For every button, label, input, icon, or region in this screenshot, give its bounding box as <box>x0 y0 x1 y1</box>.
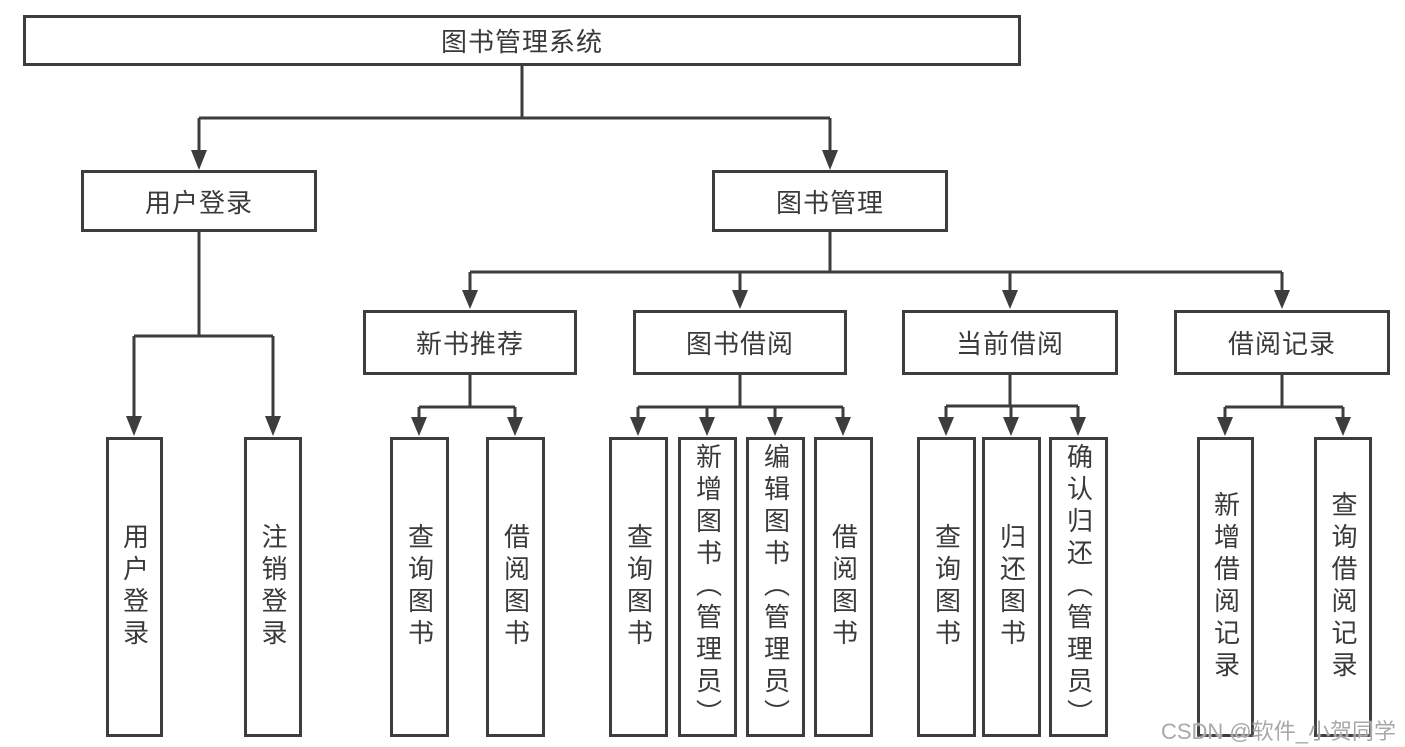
node-book-mgmt: 图书管理 <box>712 170 948 232</box>
leaf-bb-add-books-admin: 新增图书（管理员） <box>678 437 737 737</box>
leaf-cb-query-books: 查询图书 <box>917 437 976 737</box>
node-borrow-record-label: 借阅记录 <box>1227 329 1336 359</box>
node-root: 图书管理系统 <box>23 15 1021 66</box>
node-current-borrow-label: 当前借阅 <box>955 329 1064 359</box>
leaf-cb-confirm-return-admin: 确认归还（管理员） <box>1049 437 1108 737</box>
node-root-label: 图书管理系统 <box>440 27 603 57</box>
leaf-nb-query-books: 查询图书 <box>390 437 449 737</box>
leaf-cb-return-books: 归还图书 <box>982 437 1041 737</box>
node-user-login: 用户登录 <box>81 170 317 232</box>
leaf-br-query-record: 查询借阅记录 <box>1314 437 1372 737</box>
node-book-borrow: 图书借阅 <box>633 310 847 375</box>
node-new-book-label: 新书推荐 <box>415 329 524 359</box>
leaf-bb-borrow-books-label: 借阅图书 <box>828 523 859 651</box>
leaf-nb-query-books-label: 查询图书 <box>404 523 435 651</box>
leaf-logout-label: 注销登录 <box>258 523 288 651</box>
node-book-mgmt-label: 图书管理 <box>775 187 884 218</box>
leaf-br-add-record: 新增借阅记录 <box>1197 437 1254 737</box>
connector-book-mgmt-to-level3 <box>462 231 1290 309</box>
leaf-bb-edit-books-admin: 编辑图书（管理员） <box>746 437 805 737</box>
connector-borrow-record-to-leaves <box>1217 374 1351 436</box>
watermark: CSDN @软件_小贺同学 <box>1160 719 1396 744</box>
connector-user-login-to-leaves <box>126 231 281 436</box>
node-borrow-record: 借阅记录 <box>1174 310 1390 375</box>
leaf-bb-borrow-books: 借阅图书 <box>814 437 873 737</box>
leaf-user-login-label: 用户登录 <box>119 523 150 651</box>
leaf-bb-edit-books-admin-label: 编辑图书（管理员） <box>760 443 791 731</box>
leaf-bb-query-books-label: 查询图书 <box>623 523 654 651</box>
leaf-cb-query-books-label: 查询图书 <box>931 523 962 651</box>
leaf-user-login: 用户登录 <box>106 437 163 737</box>
leaf-bb-query-books: 查询图书 <box>609 437 668 737</box>
leaf-logout: 注销登录 <box>244 437 302 737</box>
node-new-book: 新书推荐 <box>363 310 577 375</box>
leaf-cb-return-books-label: 归还图书 <box>996 523 1027 651</box>
leaf-br-add-record-label: 新增借阅记录 <box>1210 491 1241 683</box>
leaf-cb-confirm-return-admin-label: 确认归还（管理员） <box>1063 443 1094 731</box>
leaf-nb-borrow-books: 借阅图书 <box>486 437 545 737</box>
connector-root-to-level2 <box>191 64 838 170</box>
node-book-borrow-label: 图书借阅 <box>685 329 794 359</box>
node-current-borrow: 当前借阅 <box>902 310 1118 375</box>
leaf-bb-add-books-admin-label: 新增图书（管理员） <box>692 443 723 731</box>
leaf-br-query-record-label: 查询借阅记录 <box>1328 491 1358 683</box>
connector-book-borrow-to-leaves <box>630 374 851 436</box>
node-user-login-label: 用户登录 <box>144 187 253 218</box>
connector-current-borrow-to-leaves <box>938 374 1086 436</box>
leaf-nb-borrow-books-label: 借阅图书 <box>500 523 531 651</box>
connector-new-book-to-leaves <box>411 374 523 436</box>
